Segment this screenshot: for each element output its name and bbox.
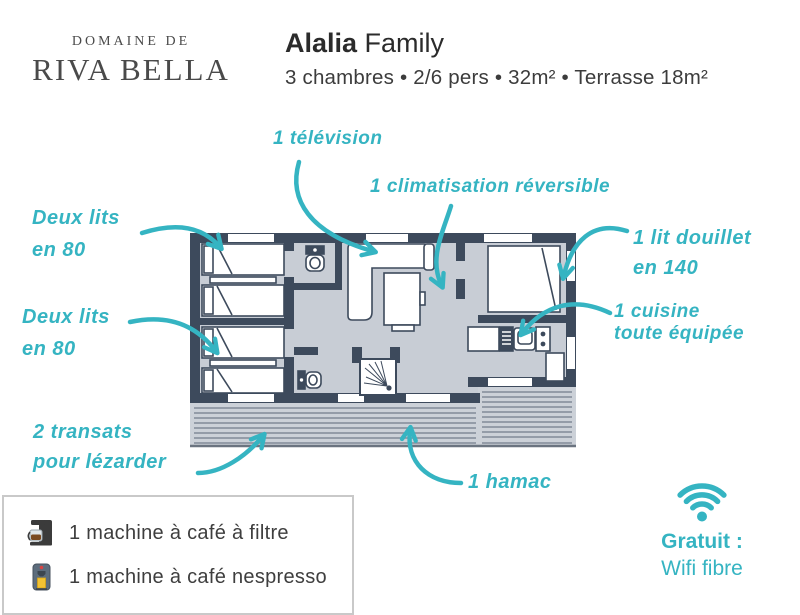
single-bed-1 <box>201 243 285 276</box>
shower <box>359 358 397 396</box>
single-bed-2 <box>201 284 285 317</box>
shelf <box>209 276 277 284</box>
amenities-box: 1 machine à café à filtre 1 machine à ca… <box>2 495 354 615</box>
double-bed <box>487 245 561 313</box>
annotation-hammock: 1 hamac <box>468 471 552 493</box>
annotation-double-bed: 1 lit douillet en 140 <box>633 227 752 279</box>
annotation-kitchen: 1 cuisine toute équipée <box>614 301 745 344</box>
door-openings <box>284 251 465 357</box>
filter-coffee-machine-icon <box>27 520 52 546</box>
single-bed-3 <box>201 326 285 359</box>
wifi-fibre-label: Wifi fibre <box>661 557 743 580</box>
tv-cabinet <box>383 272 426 332</box>
annotation-twin-beds-top: Deux lits en 80 <box>32 207 120 261</box>
toilet-top <box>305 245 325 272</box>
annotation-deckchairs: 2 transats pour lézarder <box>33 421 167 473</box>
amenity-label: 1 machine à café nespresso <box>69 565 327 588</box>
nespresso-machine-icon <box>32 563 51 591</box>
sofa-armrest <box>423 243 435 271</box>
brand-line-large: RIVA BELLA <box>32 52 230 87</box>
brand-line-small: DOMAINE DE <box>71 34 191 49</box>
amenity-label: 1 machine à café à filtre <box>69 521 289 544</box>
terrace-deck <box>190 387 576 448</box>
list-item: 1 machine à café à filtre <box>26 511 352 555</box>
shelf <box>209 359 277 367</box>
annotation-climatisation: 1 climatisation réversible <box>370 176 611 197</box>
annotation-twin-beds-mid: Deux lits en 80 <box>22 306 110 360</box>
wifi-icon <box>677 483 727 522</box>
toilet-bottom <box>297 370 322 390</box>
wifi-free-label: Gratuit : <box>661 530 743 553</box>
brand-logo: DOMAINE DE RIVA BELLA <box>28 34 234 88</box>
page-subtitle: 3 chambres • 2/6 pers • 32m² • Terrasse … <box>285 66 709 89</box>
single-bed-4 <box>201 367 285 394</box>
model-name: Alalia <box>285 28 358 58</box>
annotation-television: 1 télévision <box>273 128 383 149</box>
page-title: Alalia Family <box>285 28 708 59</box>
header-title-block: Alalia Family 3 chambres • 2/6 pers • 32… <box>285 28 708 90</box>
fridge <box>545 352 565 382</box>
list-item: 1 machine à café nespresso <box>26 555 352 599</box>
floor-plan <box>190 233 576 448</box>
model-range: Family <box>357 28 445 58</box>
wifi-badge: Gratuit : Wifi fibre <box>638 476 766 581</box>
